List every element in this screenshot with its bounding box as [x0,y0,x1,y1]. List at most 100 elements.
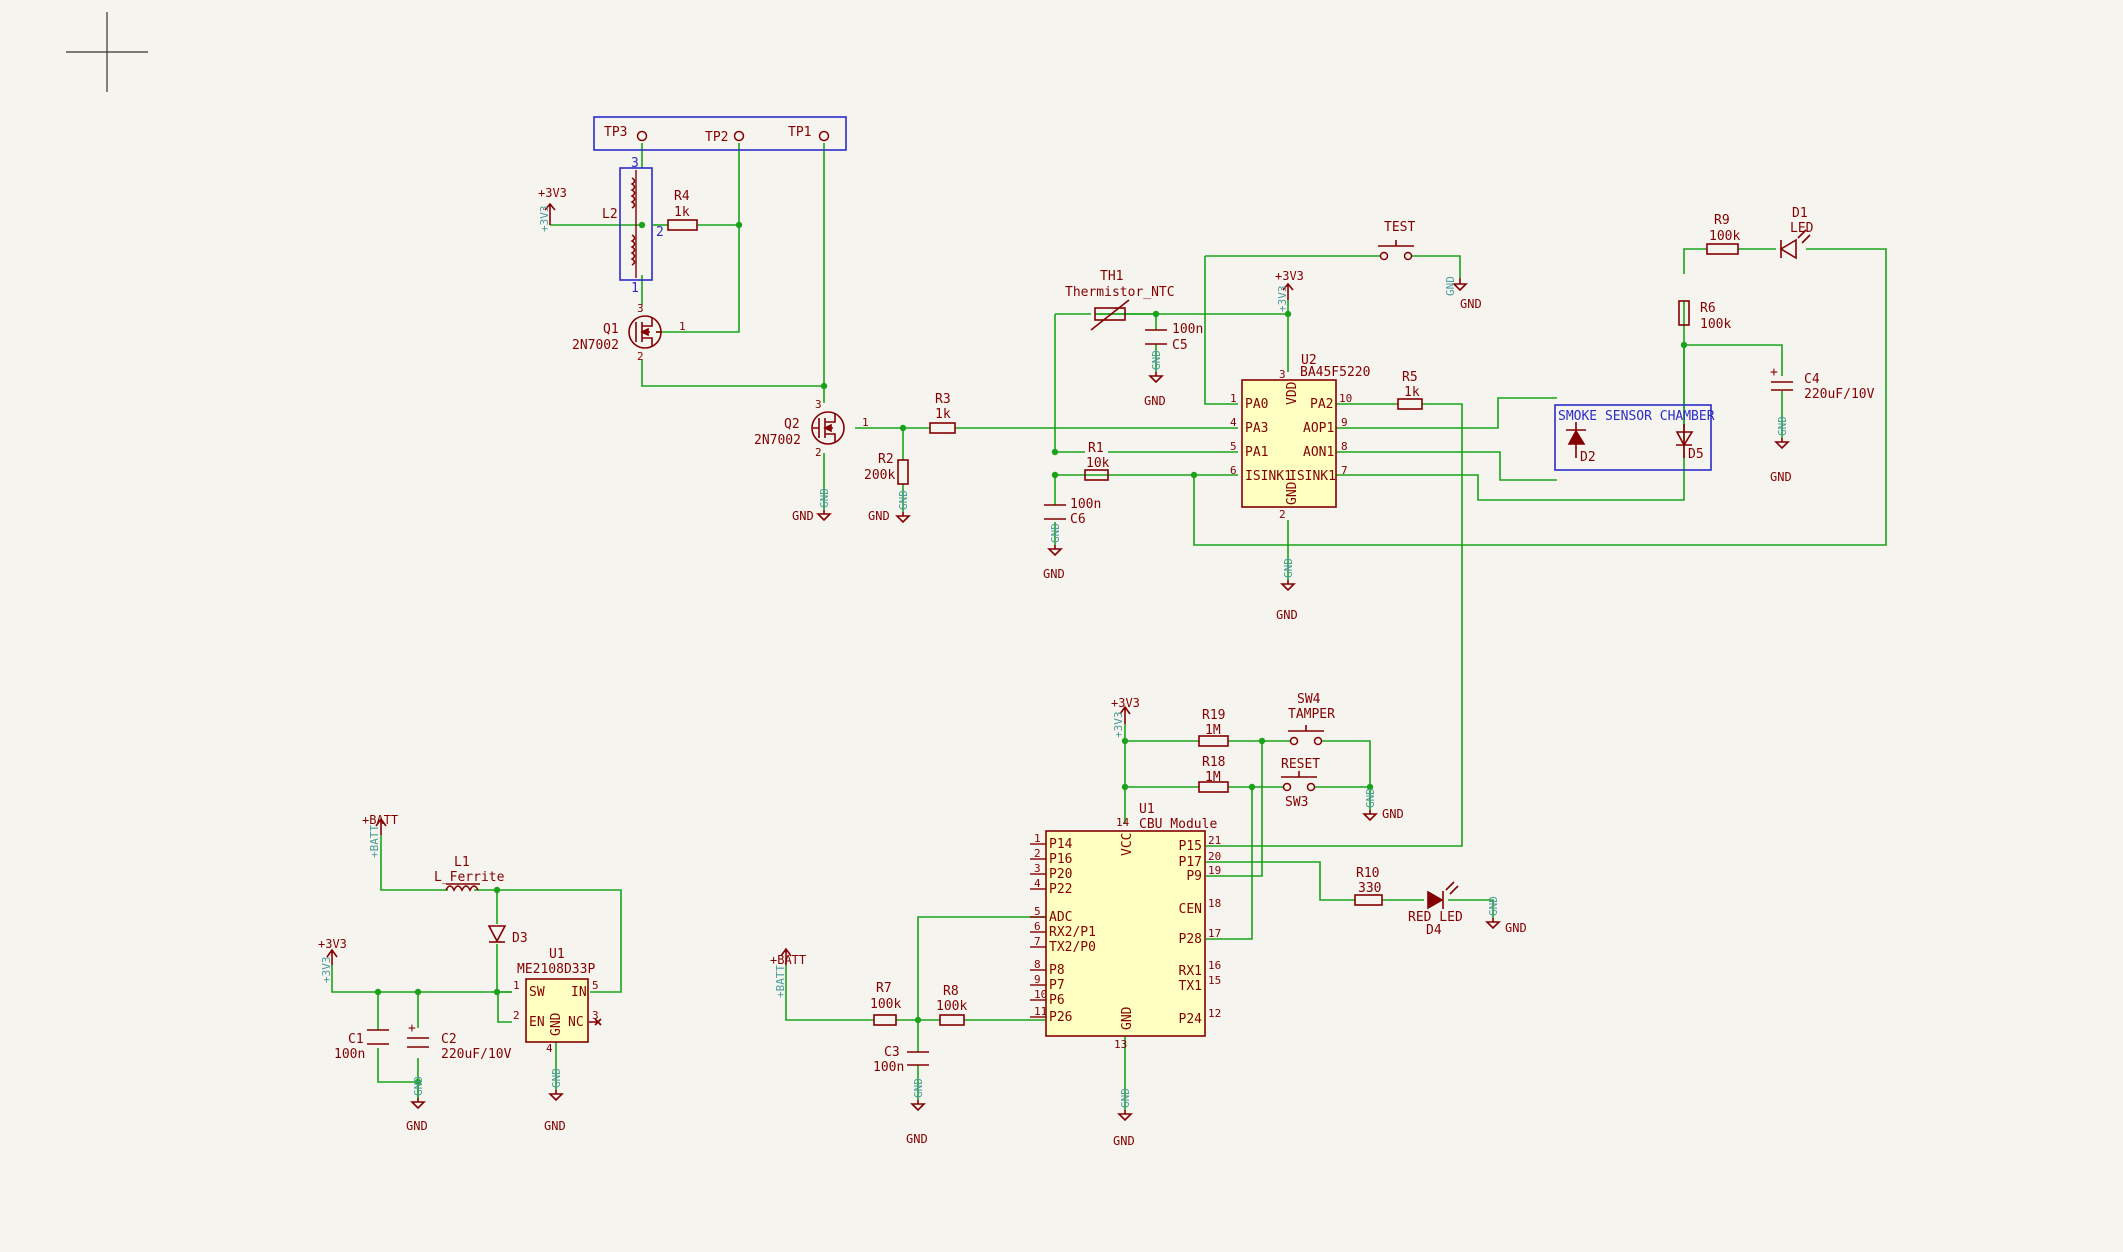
schematic-label: C1 [348,1032,364,1047]
cbu-pin-num: 21 [1208,834,1221,847]
schematic-label: GND [792,509,814,523]
schematic-label: GND [906,1132,928,1146]
inductor-L2[interactable]: L2 3 2 1 [602,156,664,296]
tamper-switch-SW4[interactable]: SW4 TAMPER [1288,692,1335,746]
schematic-label: GND [1276,608,1298,622]
schematic-label: GND [1444,276,1457,296]
l2-pin1: 1 [631,281,639,296]
schematic-label: R9 [1714,213,1730,228]
cbu-pin-num: 5 [1034,905,1041,918]
schematic-label: 1 [862,416,869,429]
testpoint-group[interactable]: TP3 TP2 TP1 [593,116,847,151]
inductor-L1[interactable]: L1 L_Ferrite [434,855,505,892]
schematic-label: 2 [1279,508,1286,521]
led-D4[interactable]: RED LED D4 [1408,881,1463,938]
schematic-label: 1 [1230,392,1237,405]
led-D1[interactable]: D1 LED [1779,206,1814,260]
schematic-label: 3 [637,302,644,315]
resistor-R9[interactable]: R9 100k [1706,213,1740,255]
r4-ref: R4 [674,189,690,204]
capacitor-C1[interactable]: C1 100n [334,1029,389,1062]
schematic-label: +BATT [770,953,806,967]
ic-U2[interactable]: U2 BA45F5220 PA0 PA3 PA1 ISINK1 PA2 AOP1… [1230,353,1370,521]
thermistor-TH1[interactable]: TH1 Thermistor_NTC [1065,269,1175,331]
schematic-label: 4 [546,1042,553,1055]
schematic-label: 10 [1339,392,1352,405]
reset-switch-SW3[interactable]: RESET SW3 [1281,757,1320,810]
resistor-R19[interactable]: R19 1M [1198,708,1229,747]
resistor-R7[interactable]: R7 100k [870,981,901,1026]
resistor-R5[interactable]: R5 1k [1397,370,1423,410]
resistor-R4[interactable]: R4 1k [667,189,698,231]
schematic-label: D1 [1792,206,1808,221]
schematic-label: 330 [1358,881,1381,896]
schematic-label: GND [549,1012,564,1036]
cbu-pin-num: 7 [1034,935,1041,948]
r2-ref: R2 [878,452,894,467]
schematic-label: +3V3 [318,937,347,951]
schematic-label: C2 [441,1032,457,1047]
capacitor-C4[interactable]: + C4 220uF/10V [1770,365,1875,402]
capacitor-C6[interactable]: 100n C6 [1044,497,1101,527]
resistor-R6[interactable]: R6 100k [1678,300,1731,332]
schematic-label: CBU Module [1139,817,1217,832]
capacitor-C2[interactable]: + C2 220uF/10V [407,1021,512,1062]
schematic-label: C3 [884,1045,900,1060]
test-switch[interactable]: TEST [1378,220,1415,261]
schematic-label: +BATT [368,825,381,858]
cbu-pin-label: P16 [1049,852,1072,867]
schematic-label: R8 [943,984,959,999]
power-3v3-u2: +3V3 +3V3 [1275,269,1304,312]
schematic-label: +3V3 [1276,286,1289,313]
mosfet-Q1[interactable]: Q1 2N7002 1 3 2 [572,302,686,363]
q1-ref: Q1 [603,322,619,337]
capacitor-C5[interactable]: 100n C5 [1145,322,1203,353]
schematic-label: PA3 [1245,421,1268,436]
cbu-pin-num: 12 [1208,1007,1221,1020]
cbu-pin-num: 17 [1208,927,1221,940]
schematic-label: 220uF/10V [441,1047,512,1062]
diode-D3[interactable]: D3 [487,925,528,946]
cbu-pin-num: 20 [1208,850,1221,863]
cbu-pin-label: P28 [1179,932,1202,947]
cbu-pin-num: 11 [1034,1005,1047,1018]
ic-U1-regulator[interactable]: U1 ME2108D33P SW IN EN NC GND 1 2 5 3 4 [513,947,602,1055]
schematic-label: GND [1770,470,1792,484]
schematic-label: GND [1119,1088,1132,1108]
schematic-label: L1 [454,855,470,870]
schematic-label: +3V3 [538,186,567,200]
schematic-label: GND [1487,896,1500,916]
capacitor-C3[interactable]: C3 100n [873,1045,929,1075]
schematic-label: GND [912,1078,925,1098]
mosfet-Q2[interactable]: Q2 2N7002 1 3 2 [754,398,869,459]
schematic-label: 100k [936,999,967,1014]
resistor-R1[interactable]: R1 10k [1084,441,1110,481]
q2-ref: Q2 [784,417,800,432]
cbu-pin-num: 10 [1034,988,1047,1001]
resistor-R10[interactable]: R10 330 [1354,866,1383,906]
smoke-sensor-chamber[interactable]: SMOKE SENSOR CHAMBER D2 D5 [1554,404,1715,471]
schematic-label: +BATT [362,813,398,827]
schematic-label: +BATT [774,965,787,998]
schematic-label: 5 [592,979,599,992]
schematic-label: 100n [1070,497,1101,512]
schematic-label: 14 [1116,816,1130,829]
schematic-label: 1M [1205,770,1221,785]
r2-val: 200k [864,468,895,483]
schematic-label: U2 [1301,353,1317,368]
schematic-label: 10k [1086,456,1110,471]
schematic-label: R1 [1088,441,1104,456]
cbu-pin-label: RX1 [1179,964,1202,979]
resistor-R2[interactable]: R2 200k [864,452,909,485]
r3-val: 1k [935,407,951,422]
schematic-label: R6 [1700,301,1716,316]
resistor-R8[interactable]: R8 100k [936,984,967,1026]
schematic-label: RED LED [1408,910,1463,925]
cbu-pin-num: 8 [1034,958,1041,971]
cbu-pin-label: P22 [1049,882,1072,897]
cbu-pin-label: P17 [1179,855,1202,870]
resistor-R3[interactable]: R3 1k [929,392,956,434]
resistor-R18[interactable]: R18 1M [1198,755,1229,793]
